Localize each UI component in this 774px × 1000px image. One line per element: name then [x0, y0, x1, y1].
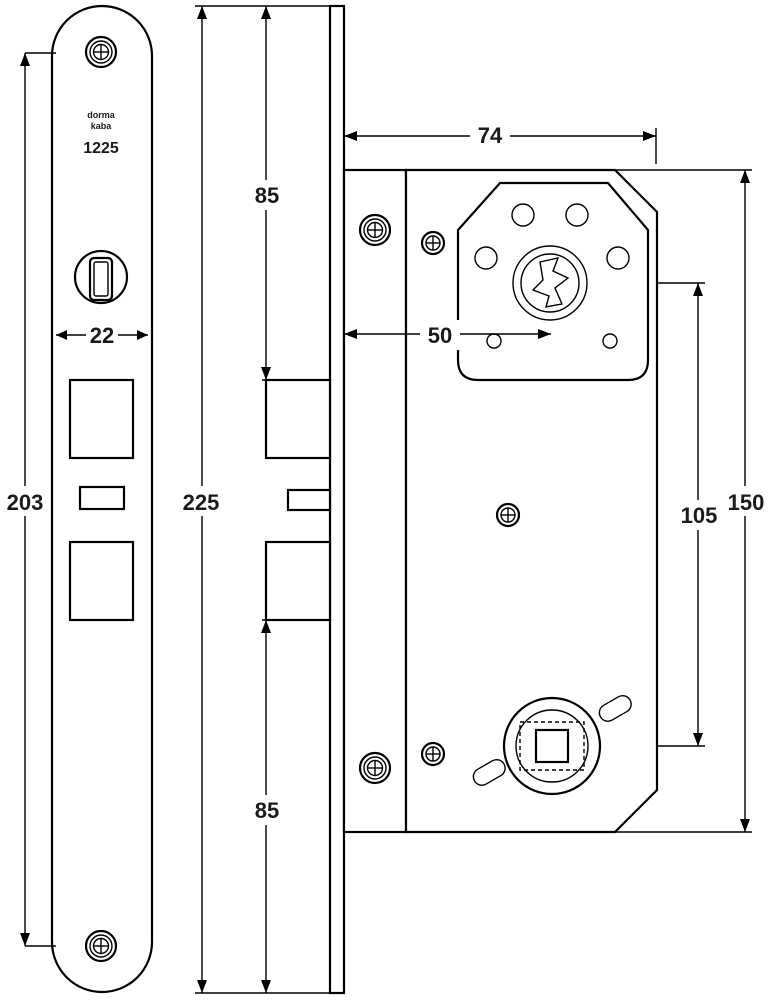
faceplate: dorma kaba 1225 — [50, 4, 154, 994]
case-rivet-center — [495, 502, 521, 528]
dim-backset: 50 — [344, 320, 551, 350]
latch-bolt-opening — [68, 378, 135, 460]
square-spindle-hole — [534, 728, 570, 764]
brand-line-1: dorma — [87, 110, 116, 120]
dim-forend-length: 225 — [176, 5, 330, 994]
dim-center-distance: 105 — [657, 282, 722, 747]
dim-top-offset: 85 — [245, 6, 330, 381]
slot-left — [472, 758, 506, 786]
case-bottom-screw — [358, 751, 392, 785]
trigger-opening — [78, 485, 126, 511]
cam-icon — [531, 257, 570, 308]
case-top-screw — [358, 213, 392, 247]
trigger-bolt — [286, 488, 332, 512]
dim-center-distance-label: 105 — [681, 503, 718, 528]
dim-faceplate-width: 22 — [56, 322, 148, 348]
dim-top-offset-label: 85 — [255, 183, 279, 208]
case-front-rail — [342, 168, 408, 834]
latch-bolt — [264, 378, 332, 460]
dim-backset-label: 50 — [428, 323, 452, 348]
dim-forend-length-label: 225 — [183, 490, 220, 515]
dim-faceplate-width-label: 22 — [90, 323, 114, 348]
slot-right — [598, 694, 632, 722]
dim-bottom-offset: 85 — [245, 619, 330, 993]
dim-case-height-label: 150 — [728, 490, 765, 515]
dim-backset-total: 74 — [344, 120, 657, 164]
forend-strip — [328, 4, 346, 995]
case-rivet-top — [420, 230, 446, 256]
lock-side-view — [264, 4, 659, 995]
brand-line-2: kaba — [91, 121, 113, 131]
case-rivet-bottom — [420, 741, 446, 767]
faceplate-top-screw — [84, 35, 118, 69]
thumbturn-icon — [73, 249, 129, 305]
follower — [472, 694, 632, 796]
faceplate-bottom-screw — [84, 929, 118, 963]
dim-faceplate-height: 203 — [2, 52, 56, 947]
dim-bottom-offset-label: 85 — [255, 798, 279, 823]
dim-faceplate-height-label: 203 — [7, 490, 44, 515]
deadbolt — [264, 540, 332, 622]
cylinder-plate — [456, 181, 650, 382]
deadbolt-opening — [68, 540, 135, 622]
model-number: 1225 — [83, 140, 119, 157]
dim-case-height: 150 — [615, 169, 771, 833]
dim-backset-total-label: 74 — [478, 123, 503, 148]
